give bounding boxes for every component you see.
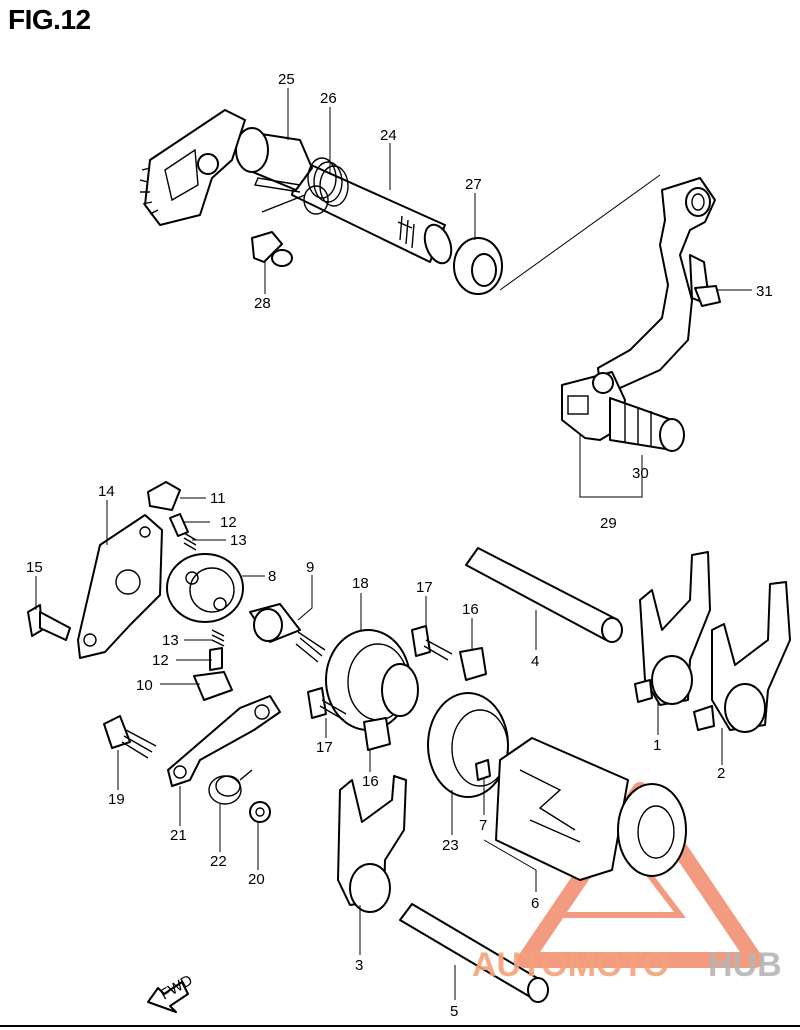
watermark-text-secondary: HUB (708, 946, 782, 984)
callout-12-lower: 12 (152, 652, 169, 669)
callout-23: 23 (442, 837, 459, 854)
callout-25: 25 (278, 71, 295, 88)
shift-fork-3 (337, 775, 407, 913)
callout-26: 26 (320, 90, 337, 107)
shift-fork-2 (693, 581, 791, 733)
shift-drum-and-bearing (427, 692, 687, 881)
callout-15: 15 (26, 559, 43, 576)
callout-28: 28 (254, 295, 271, 312)
callout-17-upper: 17 (416, 579, 433, 596)
shift-drum-cam-assembly (307, 625, 487, 751)
callout-4: 4 (531, 653, 539, 670)
callout-8: 8 (268, 568, 276, 585)
gear-shift-pedal-assembly (561, 177, 721, 498)
callout-labels: 25 26 24 27 28 31 30 29 14 11 12 13 8 15… (26, 71, 773, 1020)
callout-14: 14 (98, 483, 115, 500)
callout-24: 24 (380, 127, 397, 144)
watermark-text-primary: AUTOMOTO (472, 946, 669, 984)
callout-11: 11 (210, 490, 226, 507)
callout-27: 27 (465, 176, 482, 193)
shift-fork-1 (634, 551, 711, 706)
callout-7: 7 (479, 817, 487, 834)
callout-18: 18 (352, 575, 369, 592)
gearshift-cam-assembly (27, 481, 326, 701)
callout-16-lower: 16 (362, 773, 379, 790)
callout-19: 19 (108, 791, 125, 808)
gear-shift-shaft-assembly (139, 109, 661, 295)
callout-6: 6 (531, 895, 539, 912)
callout-21: 21 (170, 827, 187, 844)
return-spring (254, 157, 349, 215)
shift-arm-parts (103, 695, 281, 823)
callout-30: 30 (632, 465, 649, 482)
callout-5: 5 (450, 1003, 458, 1020)
callout-20: 20 (248, 871, 265, 888)
watermark-text: AUTOMOTO HUB (472, 946, 782, 984)
callout-17-lower: 17 (316, 739, 333, 756)
callout-13-upper: 13 (230, 532, 247, 549)
callout-9: 9 (306, 559, 314, 576)
callout-12-upper: 12 (220, 514, 237, 531)
callout-13-lower: 13 (162, 632, 179, 649)
forward-direction-indicator: FWD (147, 972, 196, 1013)
callout-3: 3 (355, 957, 363, 974)
callout-2: 2 (717, 765, 725, 782)
callout-22: 22 (210, 853, 227, 870)
callout-29: 29 (600, 515, 617, 532)
callout-1: 1 (653, 737, 661, 754)
shift-fork-shafts (399, 547, 623, 1003)
callout-10: 10 (136, 677, 153, 694)
callout-16-upper: 16 (462, 601, 479, 618)
leader-lines (35, 88, 752, 1000)
callout-31: 31 (756, 283, 773, 300)
figure-title: FIG.12 (8, 4, 91, 35)
